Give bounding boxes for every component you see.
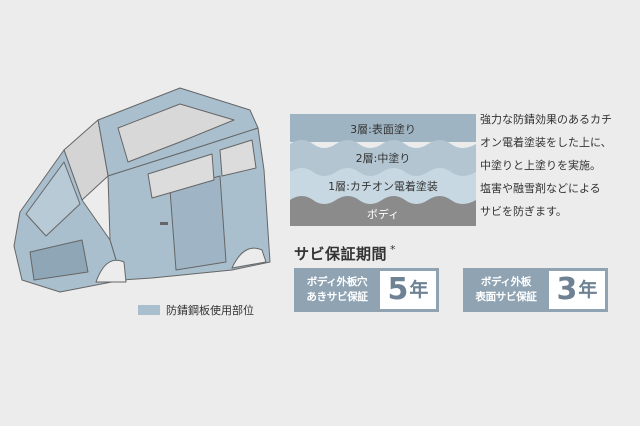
legend-label: 防錆鋼板使用部位 xyxy=(166,304,254,317)
car-rear-window xyxy=(219,139,257,177)
description-line: 強力な防錆効果のあるカチ xyxy=(480,113,612,126)
warranty-title: サビ保証期間* xyxy=(294,243,396,264)
description-line: 中塗りと上塗りを実施。 xyxy=(480,159,601,172)
warranty-badge-label: ボディ外板 表面サビ保証 xyxy=(463,268,549,312)
layer-label-top-coat: 3層:表面塗り xyxy=(350,122,416,136)
description-line: サビを防ぎます。 xyxy=(480,205,567,218)
warranty-years-number: 3 xyxy=(556,272,578,307)
legend: 防錆鋼板使用部位 xyxy=(138,302,254,318)
legend-swatch xyxy=(138,305,160,315)
warranty-note-mark: * xyxy=(390,243,397,256)
car-hood xyxy=(25,161,81,237)
warranty-years-unit: 年 xyxy=(409,278,429,301)
layer-body xyxy=(290,196,476,226)
layer-label-middle-coat: 2層:中塗り xyxy=(356,151,411,165)
description-text: 強力な防錆効果のあるカチ オン電着塗装をした上に、 中塗りと上塗りを実施。 塩害… xyxy=(480,108,640,223)
warranty-title-text: サビ保証期間 xyxy=(294,245,388,263)
layer-top-coat xyxy=(290,114,476,142)
warranty-years-number: 5 xyxy=(387,272,409,307)
warranty-badge-label: ボディ外板穴 あきサビ保証 xyxy=(294,268,380,312)
car-door-handle xyxy=(160,222,168,225)
car-body-illustration xyxy=(13,87,271,293)
layer-label-body: ボディ xyxy=(367,207,399,221)
description-line: 塩害や融雪剤などによる xyxy=(480,182,601,195)
car-side-window xyxy=(147,153,215,199)
paint-layers-diagram: 3層:表面塗り 2層:中塗り 1層:カチオン電着塗装 ボディ xyxy=(290,114,476,226)
car-roof-opening xyxy=(117,103,235,163)
warranty-badge-line2: 表面サビ保証 xyxy=(475,291,537,303)
warranty-years-unit: 年 xyxy=(578,278,598,301)
car-grille xyxy=(29,239,89,281)
description-line: オン電着塗装をした上に、 xyxy=(480,136,612,149)
warranty-badge-line1: ボディ外板穴 xyxy=(306,276,368,288)
car-front-wheel-arch xyxy=(95,259,127,283)
warranty-badge-line1: ボディ外板 xyxy=(480,276,532,288)
layer-label-electrodeposition: 1層:カチオン電着塗装 xyxy=(328,179,438,193)
car-rear-wheel-arch xyxy=(231,247,267,269)
warranty-badge-line2: あきサビ保証 xyxy=(306,291,368,303)
